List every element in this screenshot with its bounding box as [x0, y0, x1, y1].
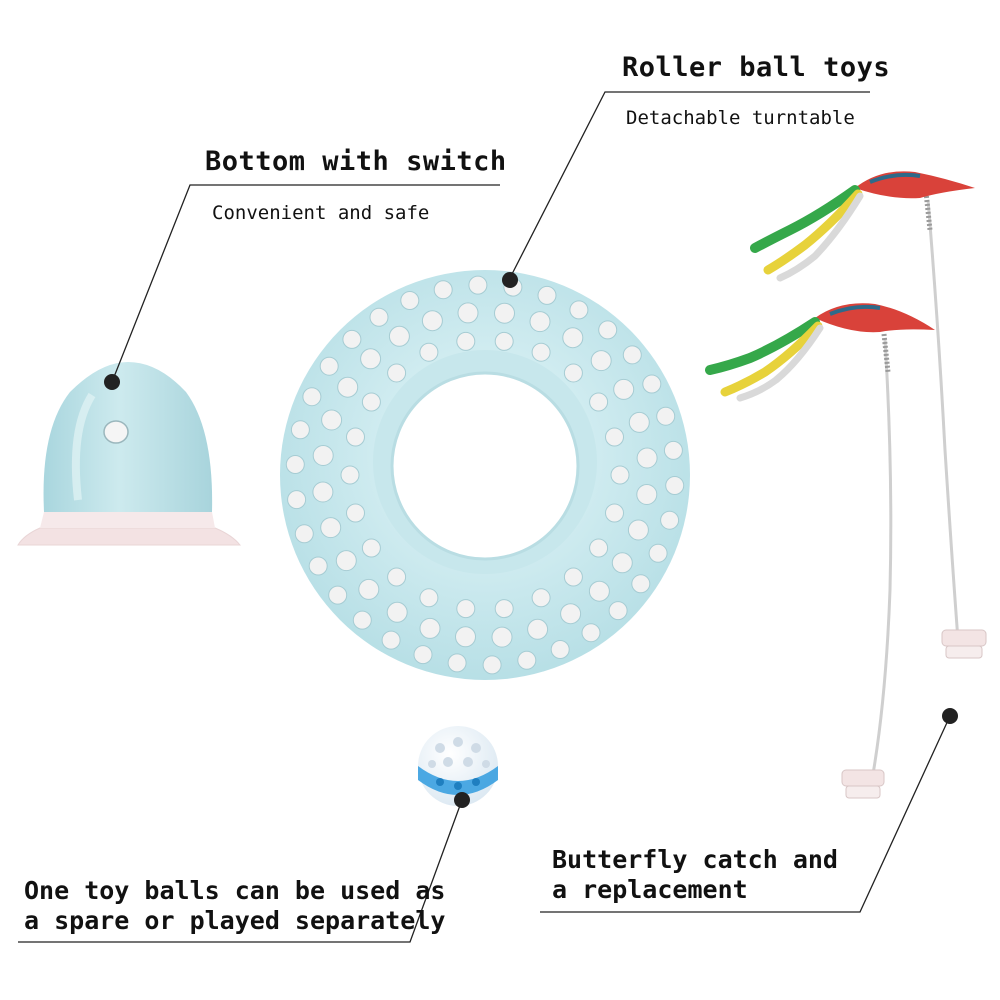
ring-hole: [361, 392, 381, 412]
callout-leader-lines: [18, 91, 951, 943]
ring-hole: [517, 650, 537, 670]
ring-hole: [563, 567, 583, 587]
ring-hole: [631, 574, 651, 594]
ring-hole: [563, 363, 583, 383]
dome-base-part: [17, 362, 242, 546]
ring-hole: [360, 348, 382, 370]
ring-hole: [447, 653, 467, 673]
ring-hole: [433, 280, 453, 300]
callout-dots: [104, 272, 958, 808]
ring-hole: [537, 285, 557, 305]
ring-hole: [312, 445, 334, 466]
ring-hole: [491, 626, 513, 648]
ring-hole: [320, 517, 342, 539]
ring-hole: [588, 580, 610, 602]
ring-hole: [605, 503, 624, 523]
ring-hole: [302, 387, 322, 407]
ring-hole: [494, 302, 515, 324]
ring-hole: [562, 327, 584, 349]
ball-callout-caption: One toy balls can be used as a spare or …: [24, 876, 446, 935]
ring-hole: [531, 588, 551, 608]
ring-hole: [550, 640, 570, 659]
ring-hole: [321, 409, 343, 431]
butterfly-toy-upper: [750, 171, 987, 659]
ring-hole: [340, 465, 360, 485]
ring-hole: [285, 455, 305, 474]
ring-hole: [636, 447, 658, 469]
butterfly-callout-caption: Butterfly catch and a replacement: [552, 845, 838, 904]
ring-hole: [589, 538, 609, 558]
ring-hole: [287, 490, 307, 510]
ring-hole: [648, 543, 668, 563]
ring-hole: [468, 275, 488, 295]
ring-hole: [369, 307, 389, 327]
ring-hole: [328, 585, 348, 605]
ring-hole: [622, 345, 642, 365]
power-switch-icon: [103, 420, 129, 444]
ring-hole: [455, 626, 476, 648]
ring-hole: [413, 645, 433, 665]
ring-hole: [590, 350, 612, 372]
ring-hole: [358, 578, 380, 600]
ring-hole: [457, 302, 479, 324]
ring-hole: [494, 599, 514, 619]
ring-hole: [663, 440, 683, 460]
ring-hole: [613, 378, 635, 400]
turntable-ring-part: [280, 270, 690, 680]
ring-hole: [482, 655, 502, 675]
ring-hole: [387, 567, 407, 587]
ring-hole: [352, 610, 372, 630]
ring-hole: [494, 331, 514, 351]
ring-hole: [419, 617, 441, 639]
ring-hole: [346, 503, 365, 523]
ring-hole: [419, 342, 439, 362]
bottom-callout-title: Bottom with switch: [205, 146, 507, 177]
ring-hole: [337, 376, 359, 398]
bottom-callout-subtitle: Convenient and safe: [212, 202, 430, 224]
ring-hole: [611, 552, 633, 574]
ring-hole: [346, 427, 365, 447]
ring-hole: [456, 331, 476, 351]
ring-hole: [529, 311, 551, 333]
ring-hole: [627, 519, 649, 541]
butterfly-toy-lower: [705, 303, 935, 799]
ring-hole: [419, 588, 439, 608]
ring-hole: [598, 320, 618, 340]
roller-callout-subtitle: Detachable turntable: [626, 107, 855, 129]
ring-hole: [628, 411, 650, 433]
ring-hole: [569, 300, 589, 320]
ring-hole: [308, 556, 328, 576]
roller-callout-title: Roller ball toys: [622, 52, 891, 83]
ring-hole: [589, 392, 609, 412]
ring-hole: [388, 325, 410, 347]
ring-hole: [342, 329, 362, 349]
ring-hole: [610, 465, 630, 485]
ring-hole: [581, 623, 601, 643]
ring-hole: [400, 291, 420, 310]
ring-hole: [656, 406, 676, 426]
ring-hole: [456, 599, 476, 619]
ring-hole: [387, 363, 407, 383]
ring-hole: [636, 484, 658, 505]
ring-hole: [642, 374, 662, 394]
ring-hole: [319, 356, 339, 376]
ring-hole: [335, 550, 357, 572]
ring-hole: [386, 601, 408, 623]
ring-hole: [294, 524, 314, 544]
ring-hole: [531, 342, 551, 362]
ring-hole: [605, 427, 624, 447]
ring-hole: [660, 510, 680, 530]
ring-hole: [361, 538, 381, 558]
ring-hole: [608, 601, 628, 621]
ring-hole: [665, 476, 685, 495]
ring-hole: [421, 310, 443, 332]
ring-hole: [312, 481, 334, 503]
ring-hole: [290, 420, 310, 440]
ring-hole: [527, 618, 549, 640]
ring-hole: [560, 603, 582, 625]
spare-ball-part: [418, 726, 498, 806]
ring-hole: [381, 630, 401, 650]
